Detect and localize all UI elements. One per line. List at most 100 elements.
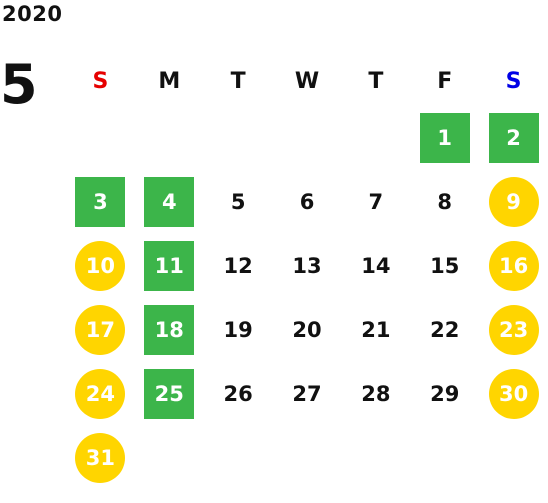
day-cell: 14 — [341, 234, 410, 298]
weekday-tuesday: T — [230, 68, 246, 94]
day-cell: 26 — [204, 362, 273, 426]
day-cell: 23 — [479, 298, 548, 362]
day-cell — [66, 106, 135, 170]
day-cell: 17 — [66, 298, 135, 362]
weekday-cell: F — [410, 56, 479, 106]
empty-day — [213, 113, 263, 163]
holiday-day[interactable]: 1 — [419, 113, 470, 163]
day-cell: 6 — [273, 170, 342, 234]
weekend-day[interactable]: 30 — [488, 369, 539, 419]
day-cell — [479, 426, 548, 490]
week-row: 31 — [66, 426, 548, 490]
day-cell — [273, 426, 342, 490]
weekday-cell: S — [479, 56, 548, 106]
day-cell: 11 — [135, 234, 204, 298]
day-number[interactable]: 8 — [437, 190, 453, 214]
day-number[interactable]: 5 — [230, 190, 246, 214]
empty-day — [420, 433, 470, 483]
day-cell: 3 — [66, 170, 135, 234]
weekday-thursday: T — [368, 68, 384, 94]
weekend-day[interactable]: 24 — [75, 369, 126, 419]
empty-day — [144, 433, 194, 483]
day-number[interactable]: 20 — [292, 318, 322, 342]
day-number[interactable]: 15 — [430, 254, 460, 278]
weekend-day[interactable]: 16 — [488, 241, 539, 291]
day-cell: 21 — [341, 298, 410, 362]
week-row: 24 25 26 27 28 29 30 — [66, 362, 548, 426]
empty-day — [75, 113, 125, 163]
day-cell — [410, 426, 479, 490]
day-number[interactable]: 26 — [223, 382, 253, 406]
weekday-cell: S — [66, 56, 135, 106]
day-number[interactable]: 14 — [361, 254, 391, 278]
week-row: 17 18 19 20 21 22 23 — [66, 298, 548, 362]
weekday-friday: F — [437, 68, 453, 94]
weekday-header: S M T W T F S — [66, 56, 548, 106]
weekend-day[interactable]: 23 — [488, 305, 539, 355]
day-number[interactable]: 12 — [223, 254, 253, 278]
day-number[interactable]: 29 — [430, 382, 460, 406]
empty-day — [489, 433, 539, 483]
weekday-cell: T — [204, 56, 273, 106]
day-cell: 8 — [410, 170, 479, 234]
empty-day — [351, 433, 401, 483]
day-cell: 10 — [66, 234, 135, 298]
weekday-saturday: S — [505, 68, 522, 94]
day-number[interactable]: 7 — [368, 190, 384, 214]
day-cell: 29 — [410, 362, 479, 426]
week-row: 10 11 12 13 14 15 16 — [66, 234, 548, 298]
day-number[interactable]: 13 — [292, 254, 322, 278]
day-cell — [135, 426, 204, 490]
holiday-day[interactable]: 2 — [488, 113, 539, 163]
holiday-day[interactable]: 3 — [75, 177, 126, 227]
weekday-cell: M — [135, 56, 204, 106]
holiday-day[interactable]: 25 — [144, 369, 195, 419]
day-cell — [341, 106, 410, 170]
weekend-day[interactable]: 31 — [75, 433, 126, 483]
holiday-day[interactable]: 4 — [144, 177, 195, 227]
day-number[interactable]: 19 — [223, 318, 253, 342]
weekday-sunday: S — [92, 68, 109, 94]
day-cell: 25 — [135, 362, 204, 426]
empty-day — [282, 433, 332, 483]
day-cell: 20 — [273, 298, 342, 362]
day-cell — [341, 426, 410, 490]
day-number[interactable]: 22 — [430, 318, 460, 342]
day-cell: 12 — [204, 234, 273, 298]
day-cell — [204, 426, 273, 490]
day-cell: 28 — [341, 362, 410, 426]
empty-day — [144, 113, 194, 163]
day-cell: 27 — [273, 362, 342, 426]
day-cell: 7 — [341, 170, 410, 234]
day-number[interactable]: 28 — [361, 382, 391, 406]
day-number[interactable]: 27 — [292, 382, 322, 406]
day-number[interactable]: 6 — [299, 190, 315, 214]
holiday-day[interactable]: 11 — [144, 241, 195, 291]
weekday-cell: W — [273, 56, 342, 106]
day-cell: 16 — [479, 234, 548, 298]
day-number[interactable]: 21 — [361, 318, 391, 342]
day-cell — [273, 106, 342, 170]
day-cell: 9 — [479, 170, 548, 234]
holiday-day[interactable]: 18 — [144, 305, 195, 355]
month-number: 5 — [0, 53, 38, 116]
day-cell: 15 — [410, 234, 479, 298]
day-cell: 5 — [204, 170, 273, 234]
day-cell: 22 — [410, 298, 479, 362]
empty-day — [351, 113, 401, 163]
empty-day — [213, 433, 263, 483]
year-label: 2020 — [2, 2, 63, 26]
day-cell: 19 — [204, 298, 273, 362]
weekday-monday: M — [158, 68, 181, 94]
day-cell: 4 — [135, 170, 204, 234]
day-cell: 24 — [66, 362, 135, 426]
day-cell: 18 — [135, 298, 204, 362]
weekend-day[interactable]: 10 — [75, 241, 126, 291]
day-cell — [135, 106, 204, 170]
day-cell: 1 — [410, 106, 479, 170]
weekend-day[interactable]: 17 — [75, 305, 126, 355]
weekend-day[interactable]: 9 — [488, 177, 539, 227]
